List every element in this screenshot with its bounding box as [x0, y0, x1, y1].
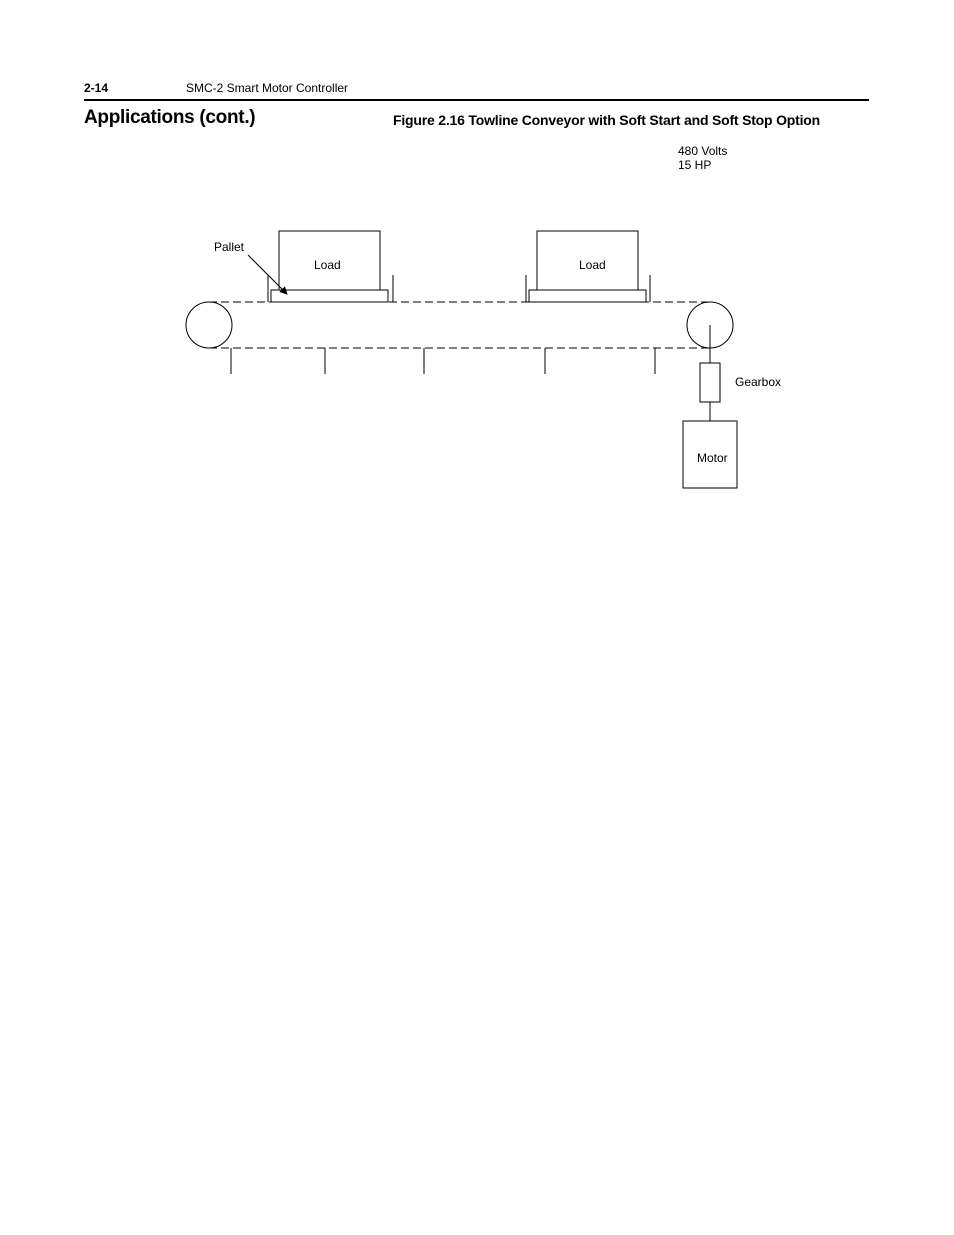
pallet-label: Pallet [214, 240, 245, 254]
header-rule [84, 99, 869, 101]
left-pulley [185, 301, 233, 349]
load-label-right: Load [579, 258, 606, 272]
running-title: SMC-2 Smart Motor Controller [186, 81, 349, 95]
load-label-left: Load [314, 258, 341, 272]
support-legs [230, 348, 656, 374]
motor-label: Motor [697, 451, 728, 465]
gearbox-box [699, 362, 721, 403]
rating-horsepower: 15 HP [678, 158, 711, 172]
rating-voltage: 480 Volts [678, 144, 727, 158]
figure-caption: Figure 2.16 Towline Conveyor with Soft S… [393, 112, 820, 128]
section-heading: Applications (cont.) [84, 107, 256, 128]
page-number: 2-14 [84, 81, 109, 95]
towline-conveyor-diagram: 480 Volts 15 HP Load Load Pallet Gearbox… [185, 144, 781, 489]
pallet-right [528, 289, 647, 303]
gearbox-label: Gearbox [735, 375, 781, 389]
motor-box [682, 420, 738, 489]
pallet-pointer-arrow [247, 254, 288, 295]
pallet-left [270, 289, 389, 303]
